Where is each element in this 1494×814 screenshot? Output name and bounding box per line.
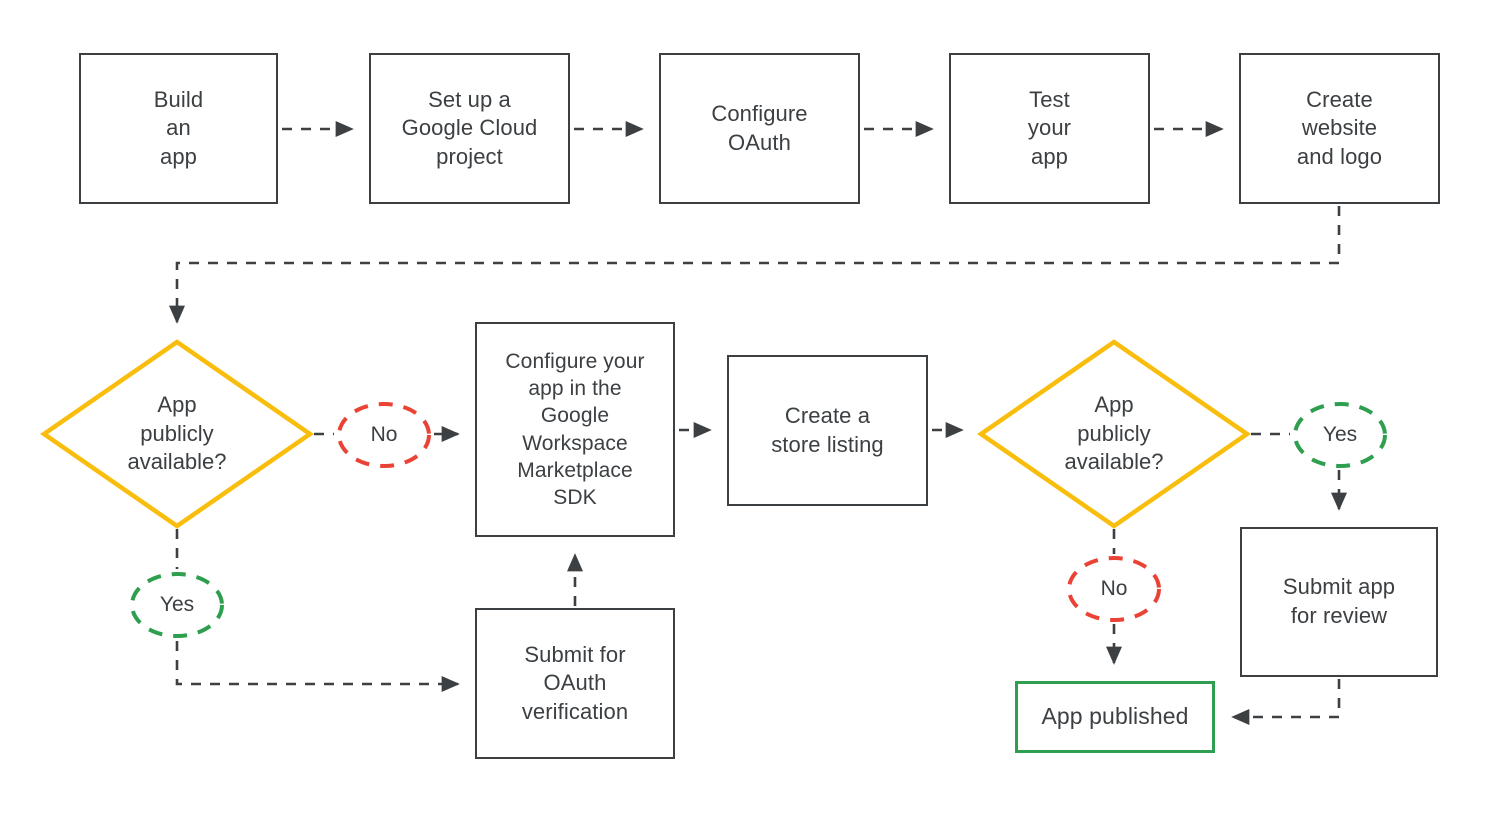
node-create-a-store-listing[interactable]: Create a store listing — [727, 355, 928, 506]
ellipse-outline-no — [1067, 556, 1161, 622]
node-configure-oauth[interactable]: Configure OAuth — [659, 53, 860, 204]
node-label: Create a store listing — [771, 402, 884, 457]
node-label: Configure your app in the Google Workspa… — [505, 349, 645, 510]
node-configure-app-in-marketplace-sdk[interactable]: Configure your app in the Google Workspa… — [475, 322, 675, 537]
node-label: App published — [1041, 703, 1189, 730]
diamond-shape — [977, 339, 1251, 529]
node-create-website-and-logo[interactable]: Create website and logo — [1239, 53, 1440, 204]
node-label: App publicly available? — [1064, 392, 1164, 475]
node-set-up-gcp-project[interactable]: Set up a Google Cloud project — [369, 53, 570, 204]
node-build-an-app[interactable]: Build an app — [79, 53, 278, 204]
node-label: App publicly available? — [127, 392, 227, 475]
edge-website-to-decision-left — [168, 206, 1341, 324]
node-submit-app-for-review[interactable]: Submit app for review — [1240, 527, 1438, 677]
edge-decision-left-yes-b — [175, 641, 460, 693]
node-decision-app-publicly-available-left[interactable]: App publicly available? — [40, 339, 314, 529]
edge-label-no-right: No — [1066, 555, 1162, 623]
edge-label-text: Yes — [159, 593, 195, 616]
edge-label-text: No — [370, 423, 398, 446]
edge-label-text: No — [1100, 577, 1128, 600]
node-label: Test your app — [1027, 86, 1072, 169]
node-label: Submit for OAuth verification — [521, 641, 629, 724]
node-label: Build an app — [153, 86, 204, 169]
ellipse-outline-yes — [130, 572, 224, 638]
node-label: Set up a Google Cloud project — [401, 86, 538, 169]
node-label: Create website and logo — [1296, 86, 1383, 169]
edge-label-no-left: No — [336, 401, 432, 469]
node-label: Submit app for review — [1282, 574, 1396, 628]
edge-label-yes-right: Yes — [1292, 401, 1388, 469]
ellipse-outline-yes — [1293, 402, 1387, 468]
node-decision-app-publicly-available-right[interactable]: App publicly available? — [977, 339, 1251, 529]
edge-label-text: Yes — [1322, 423, 1358, 446]
node-test-your-app[interactable]: Test your app — [949, 53, 1150, 204]
node-app-published[interactable]: App published — [1015, 681, 1215, 753]
node-submit-for-oauth-verification[interactable]: Submit for OAuth verification — [475, 608, 675, 759]
edge-review-to-published — [1231, 679, 1341, 726]
node-label: Configure OAuth — [711, 100, 808, 155]
ellipse-outline-no — [337, 402, 431, 468]
edge-label-yes-left: Yes — [129, 571, 225, 639]
diamond-shape — [40, 339, 314, 529]
